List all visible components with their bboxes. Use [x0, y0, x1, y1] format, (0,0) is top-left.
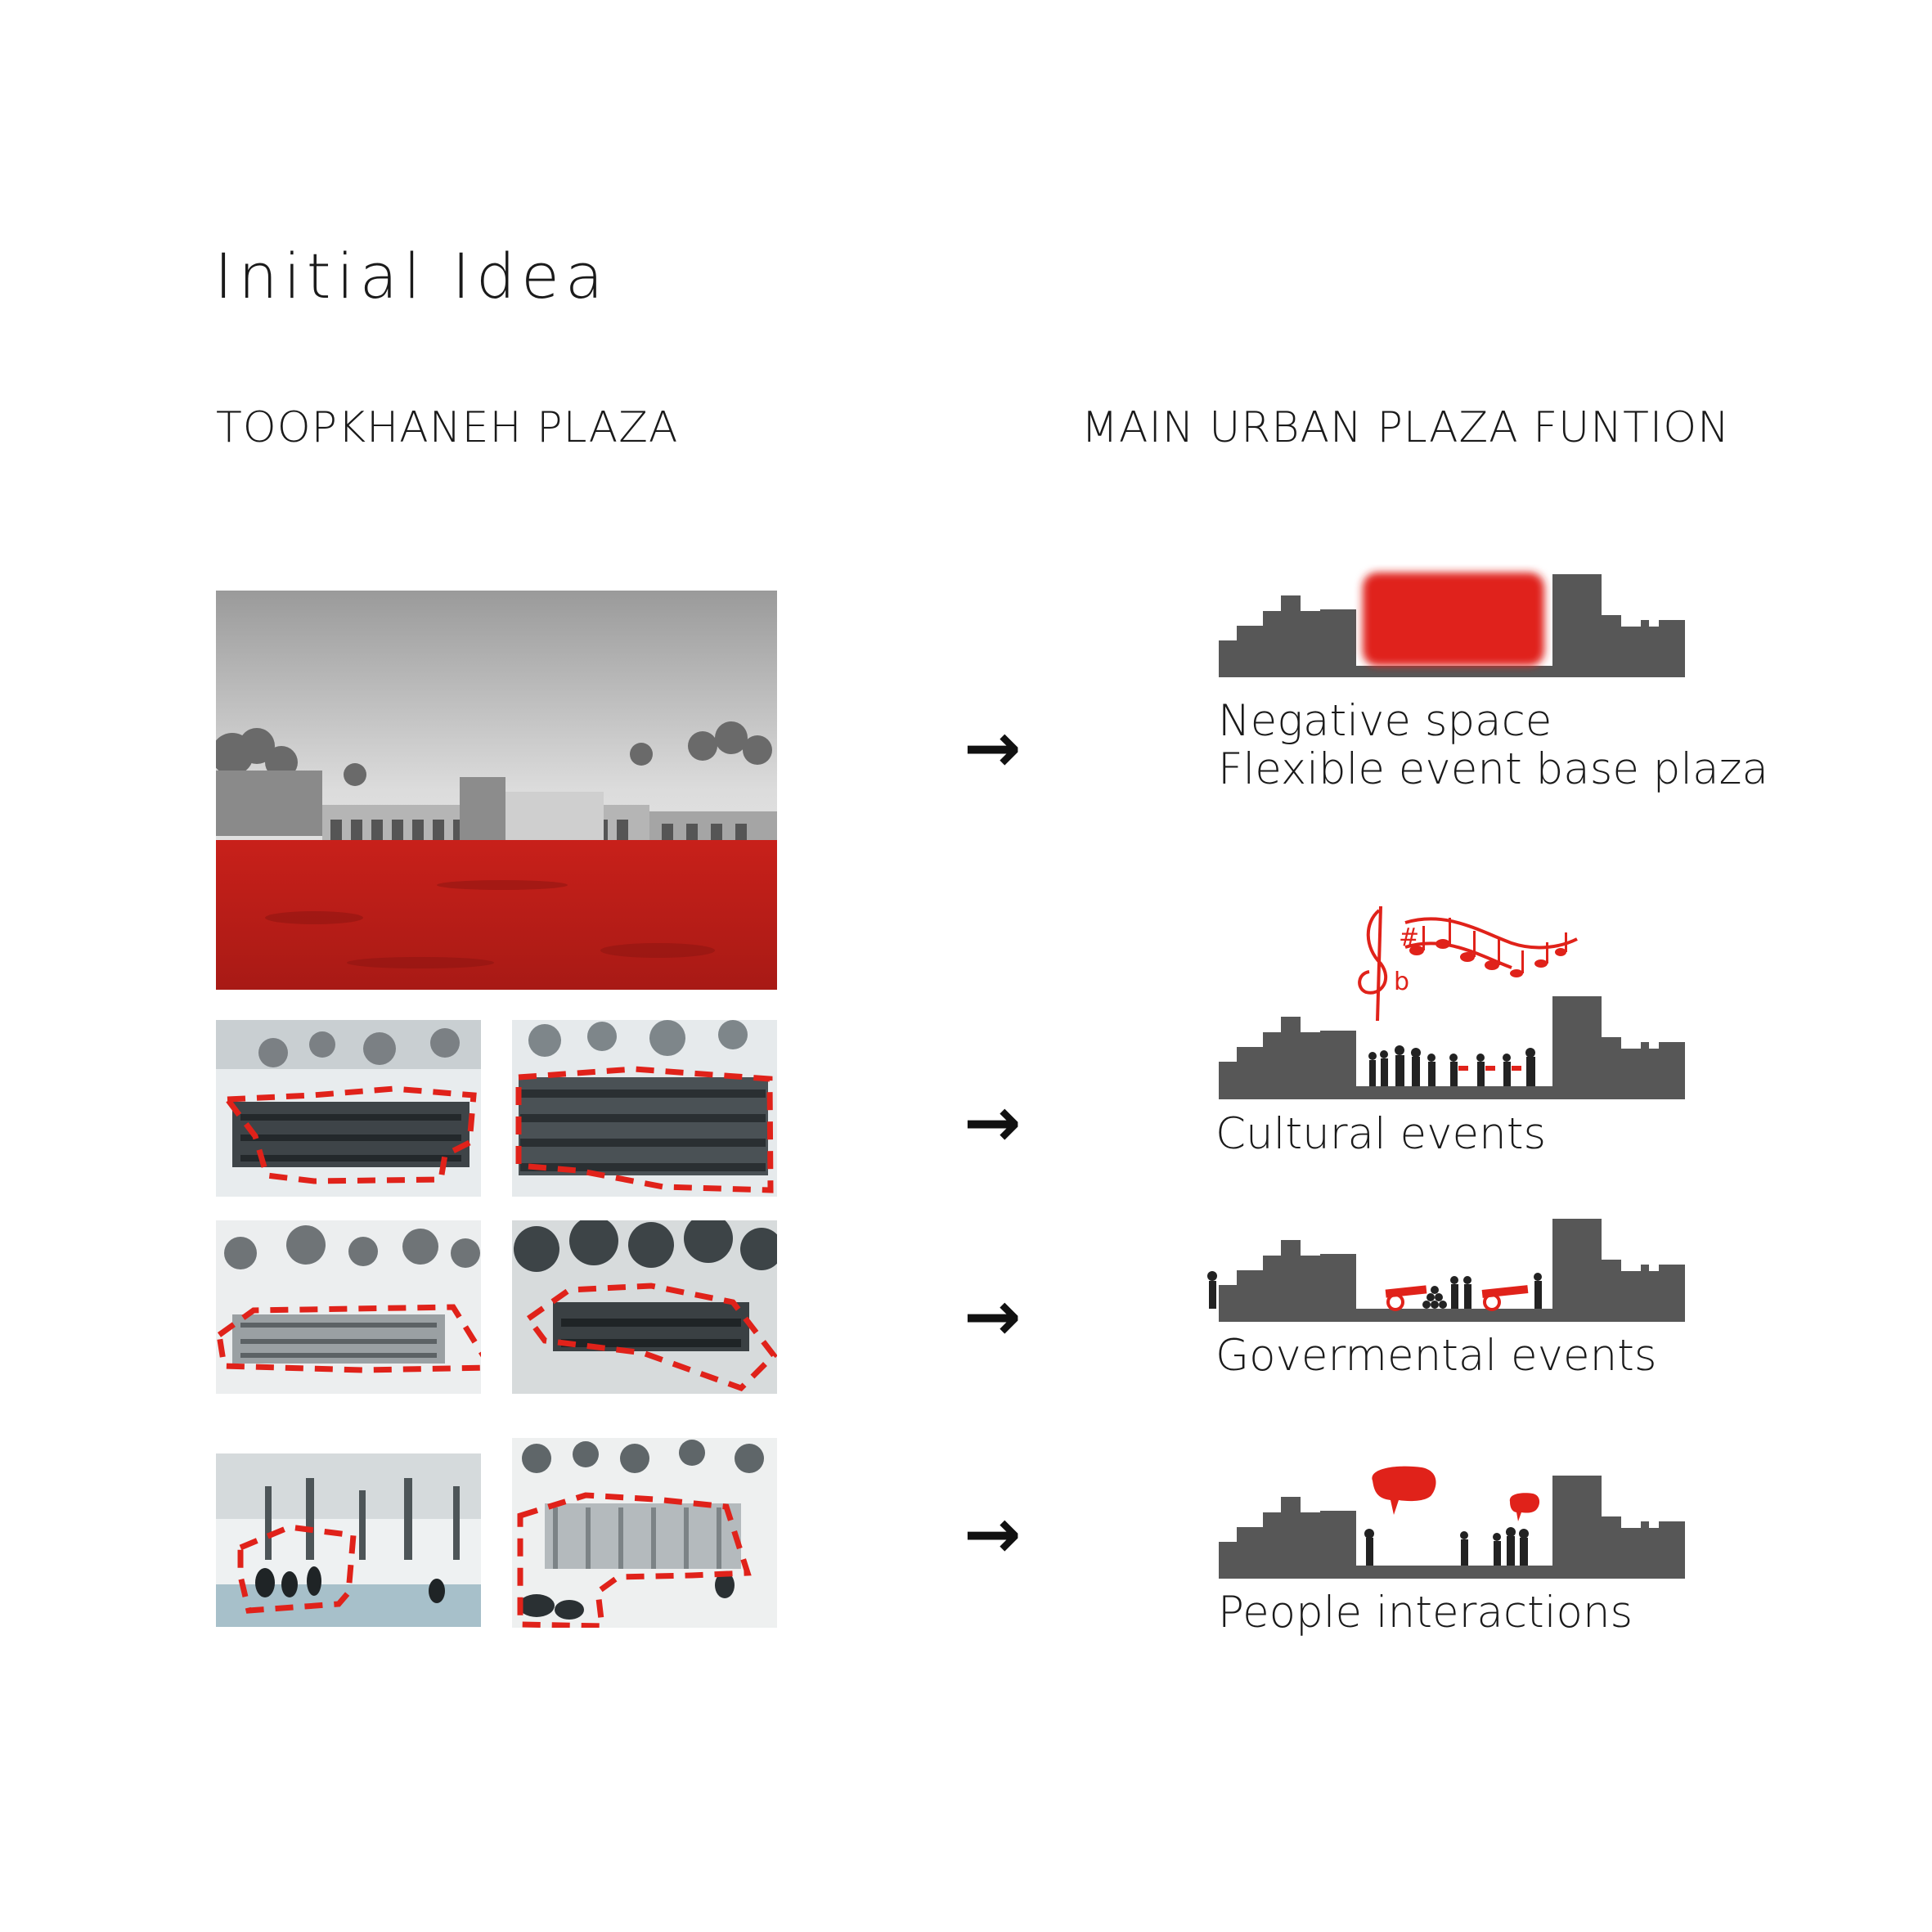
arrow-icon: → — [964, 708, 1022, 788]
arrow-icon: → — [964, 1276, 1022, 1356]
crowd-figures-icon — [1368, 1045, 1535, 1086]
left-column-heading: TOOPKHANEH PLAZA — [216, 403, 679, 452]
svg-text:b: b — [1394, 968, 1409, 996]
soldier-figures-icon — [1207, 1271, 1542, 1309]
historic-plaza-photo — [216, 591, 777, 990]
right-column-heading: MAIN URBAN PLAZA FUNTION — [1081, 403, 1731, 452]
cultural-events-diagram: # b — [1217, 898, 1687, 1099]
music-notes-icon — [1358, 905, 1578, 1022]
people-interaction-photo-2 — [512, 1438, 777, 1628]
music-symbols-icon: # b — [1394, 918, 1567, 996]
row-2-caption: Cultural events — [1215, 1109, 1547, 1159]
governmental-events-diagram — [1206, 1219, 1687, 1323]
people-interactions-diagram — [1217, 1464, 1687, 1580]
row-3-caption: Govermental events — [1215, 1331, 1657, 1381]
cannon-icon — [1385, 1285, 1529, 1311]
row-4-caption: People interactions — [1218, 1588, 1633, 1638]
row-1-caption-line-1: Negative space — [1218, 696, 1552, 746]
page-title: Initial Idea — [214, 240, 609, 312]
negative-space-diagram — [1217, 564, 1687, 679]
arrow-icon: → — [964, 1082, 1022, 1162]
government-event-photo-1 — [216, 1220, 481, 1394]
crowd-gathering-photo-1 — [216, 1020, 481, 1197]
government-event-photo-2 — [512, 1220, 777, 1394]
svg-text:#: # — [1399, 923, 1419, 952]
people-interaction-photo-1 — [216, 1453, 481, 1627]
crowd-gathering-photo-2 — [512, 1020, 777, 1197]
arrow-icon: → — [964, 1494, 1022, 1574]
row-1-caption-line-2: Flexible event base plaza — [1218, 744, 1768, 794]
people-figures-icon — [1364, 1527, 1529, 1566]
speech-bubble-icon — [1372, 1466, 1540, 1521]
